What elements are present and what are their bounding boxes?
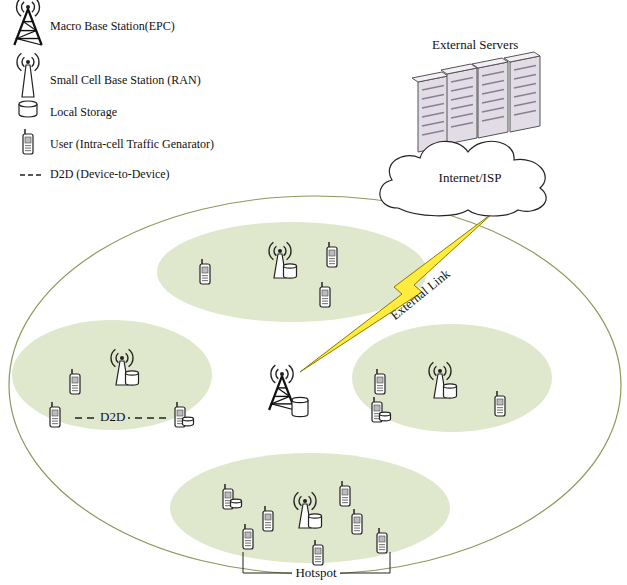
hotspot-label: Hotspot — [292, 566, 339, 581]
legend-entry: D2D (Device-to-Device) — [50, 168, 170, 182]
user-phone-symbol — [377, 528, 387, 553]
d2d-label: D2D — [97, 410, 128, 425]
legend-entry: Macro Base Station(EPC) — [50, 20, 175, 34]
user-phone-symbol — [495, 391, 505, 416]
storage-symbol — [309, 514, 322, 528]
radio-wave — [286, 369, 288, 379]
radio-wave — [444, 366, 446, 376]
radio-wave — [116, 353, 118, 363]
storage-symbol — [444, 384, 457, 398]
radio-wave — [312, 492, 316, 510]
radio-wave — [289, 365, 293, 383]
cloud-label: Internet/ISP — [439, 170, 502, 186]
radio-wave — [126, 353, 128, 363]
user-phone-symbol — [50, 402, 60, 427]
user-phone-symbol — [263, 506, 273, 531]
radio-wave — [447, 362, 451, 380]
hotspot-area — [12, 320, 212, 430]
storage-symbol — [284, 264, 297, 278]
user-phone-symbol — [23, 129, 33, 154]
storage-symbol — [183, 417, 194, 426]
radio-wave — [35, 53, 39, 71]
antenna-dot — [280, 372, 284, 376]
external-link-bolt — [300, 212, 494, 372]
radio-wave — [17, 0, 22, 16]
cloud-node: Internet/ISP — [368, 128, 560, 220]
storage-symbol — [19, 101, 37, 117]
user-phone-symbol — [320, 282, 330, 307]
radio-wave — [32, 57, 34, 67]
radio-wave — [284, 246, 286, 256]
hotspot-area — [352, 324, 552, 432]
radio-wave — [434, 366, 436, 376]
user-phone-symbol — [375, 369, 385, 394]
user-phone-symbol — [313, 540, 323, 565]
user-phone-symbol — [200, 259, 210, 284]
antenna-dot — [120, 356, 124, 360]
macro-tower-symbol — [14, 0, 41, 45]
user-phone-symbol — [327, 242, 337, 267]
user-phone-symbol — [243, 524, 253, 549]
radio-wave — [299, 496, 301, 506]
radio-wave — [129, 349, 133, 367]
user-phone-symbol — [70, 369, 80, 394]
legend-entry: User (Intra-cell Traffic Genarator) — [50, 138, 214, 152]
radio-wave — [294, 492, 298, 510]
antenna-dot — [26, 60, 30, 64]
antenna-dot — [438, 369, 442, 373]
hotspot-area — [170, 453, 450, 563]
user-phone-symbol — [352, 509, 362, 534]
macro-tower-symbol — [269, 365, 295, 410]
antenna-dot — [278, 249, 282, 253]
macro-cell — [9, 196, 621, 574]
radio-wave — [17, 53, 21, 71]
radio-wave — [271, 365, 275, 383]
servers-label: External Servers — [432, 38, 518, 53]
legend-entry: Local Storage — [50, 106, 117, 120]
radio-wave — [276, 369, 278, 379]
radio-wave — [429, 362, 433, 380]
storage-symbol — [126, 371, 139, 385]
antenna-dot — [26, 5, 30, 9]
antenna-dot — [303, 499, 307, 503]
storage-symbol — [231, 499, 242, 508]
radio-wave — [269, 242, 273, 260]
radio-wave — [35, 0, 40, 16]
d2d-legend-sample — [20, 174, 42, 176]
legend-entry: Small Cell Base Station (RAN) — [50, 74, 201, 88]
radio-wave — [309, 496, 311, 506]
storage-symbol — [292, 397, 308, 416]
radio-wave — [32, 2, 35, 12]
user-phone-symbol — [340, 481, 350, 506]
server-rack-symbol — [412, 52, 540, 152]
radio-wave — [287, 242, 291, 260]
radio-wave — [274, 246, 276, 256]
radio-wave — [111, 349, 115, 367]
small-cell-symbol — [17, 53, 39, 97]
radio-wave — [22, 57, 24, 67]
radio-wave — [22, 2, 25, 12]
storage-symbol — [380, 412, 391, 421]
